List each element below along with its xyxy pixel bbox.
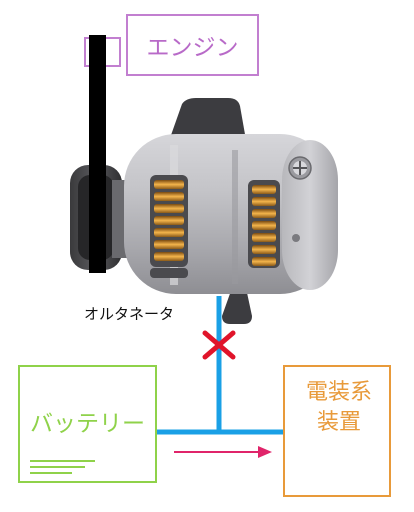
- electrical-equipment-label-line2: 装置: [316, 410, 361, 435]
- alternator: [124, 98, 338, 324]
- battery-box: [18, 365, 157, 483]
- small-bolt-icon: [292, 234, 300, 242]
- terminal-screw-icon: [288, 156, 312, 180]
- alternator-top-mount: [170, 98, 246, 140]
- alternator-vent-left: [150, 175, 188, 278]
- ground-symbol-icon: [30, 460, 95, 474]
- engine-box: [126, 14, 259, 76]
- wiring: [156, 296, 284, 435]
- electrical-equipment-label: 電装系 装置: [288, 378, 390, 438]
- alternator-label: オルタネータ: [84, 305, 175, 323]
- alternator-vent-right: [248, 180, 280, 268]
- electrical-equipment-label-line1: 電装系: [305, 380, 372, 405]
- right-arrow-icon: [174, 446, 272, 458]
- alternator-bottom-mount: [222, 288, 252, 324]
- battery-label: バッテリー: [30, 411, 145, 437]
- drive-belt: [89, 35, 106, 273]
- electrical-equipment-box: [283, 365, 391, 497]
- cross-mark-icon: [202, 330, 236, 360]
- engine-label: エンジン: [146, 35, 239, 61]
